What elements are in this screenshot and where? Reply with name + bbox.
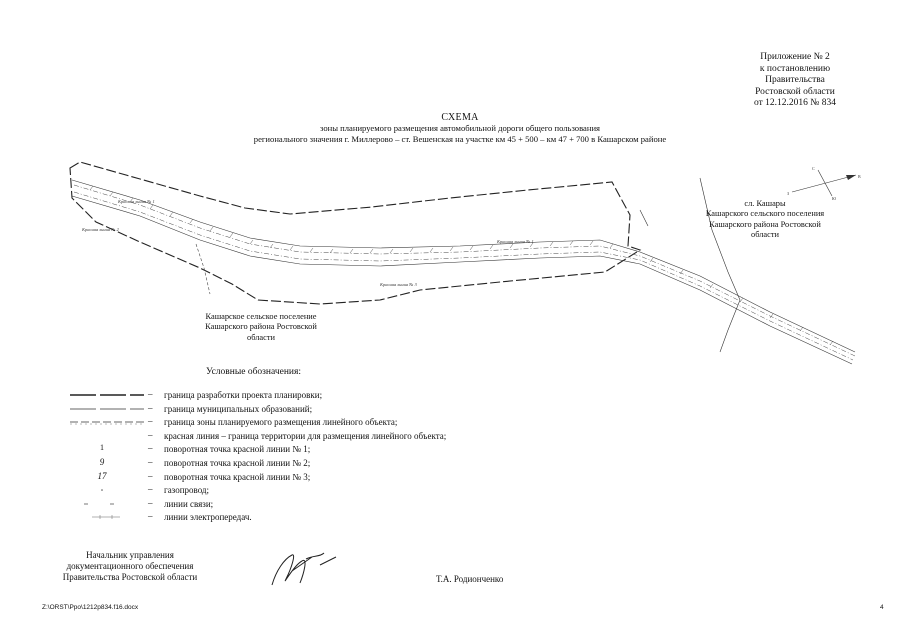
red-line-label-1: Красная линия № 1 [117,199,155,204]
place-kashary-line-2: Кашарского сельского поселения [705,209,825,219]
legend-text: линии связи; [164,498,214,509]
legend-text: линии электропередач. [164,512,252,523]
communication-line-symbol [84,503,114,505]
legend-dash: – [148,443,153,454]
signer-line-3: Правительства Ростовской области [62,572,198,582]
legend-dash: – [148,484,153,495]
turn-point-3-symbol: 17 [97,470,107,481]
legend-dash: – [148,470,153,481]
signer-line-1: Начальник управления [86,550,174,560]
turn-point-2-symbol: 9 [99,456,105,467]
utility-lines [89,185,834,346]
place-rural-line-1: Кашарское сельское поселение [205,312,317,321]
title-line-1: зоны планируемого размещения автомобильн… [319,123,601,133]
legend-dash: – [148,497,153,508]
red-line-symbol [58,430,146,443]
legend-text: красная линия – граница территории для р… [164,430,447,441]
power-line-symbol [92,515,120,520]
legend-item: – линии связи; [58,498,578,512]
legend-text: граница разработки проекта планировки; [164,390,323,400]
legend-text: граница зоны планируемого размещения лин… [164,417,398,428]
appendix-line-3: Правительства [765,75,825,86]
side-road [195,243,211,295]
place-kashary-line-3: Кашарского района Ростовской [709,219,821,229]
north-arrow-icon: С В Ю З [787,166,861,201]
legend-text: поворотная точка красной линии № 1; [164,444,311,455]
red-line-label-4: Красная линия № 3 [379,282,417,287]
legend-dash: – [148,511,153,522]
title-line-2: регионального значения г. Миллерово – ст… [253,134,667,144]
place-kashary-line-4: области [751,230,779,240]
legend-item: – газопровод; [58,484,578,498]
legend-item: 9 – поворотная точка красной линии № 2; [58,457,578,471]
road-edge-top [71,179,856,353]
red-line-label-3: Красная линия № 1 [496,239,534,244]
legend-item: – граница муниципальных образований; [58,403,578,417]
turn-point-1-symbol: 1 [100,443,104,453]
appendix-line-5: от 12.12.2016 № 834 [754,98,836,109]
file-path: Z:\ORST\Ppo\1212p834.f16.docx [42,604,139,611]
red-line-upper [73,184,856,357]
legend-dash: – [148,389,153,399]
municipal-boundary [639,177,741,353]
legend-item: – красная линия – граница территории для… [58,430,578,444]
municipal-boundary-symbol [70,408,144,409]
document-title: СХЕМА зоны планируемого размещения автом… [150,112,770,145]
planning-scheme-map: Красная линия № 1 Красная линия № 2 Крас… [69,161,861,365]
place-rural-line-3: области [247,332,275,342]
title-main: СХЕМА [441,112,479,123]
compass-letter-s: Ю [832,196,836,201]
red-line-label-2: Красная линия № 2 [81,227,119,232]
legend-dash: – [148,456,153,467]
place-label-kashary: сл. Кашары Кашарского сельского поселени… [690,199,840,241]
signer-name: Т.А. Родионченко [436,574,504,584]
appendix-header: Приложение № 2 к постановлению Правитель… [700,52,890,110]
legend-item: – граница разработки проекта планировки; [58,389,578,403]
compass-letter-n: С [812,166,815,171]
compass-letter-w: З [787,191,789,196]
legend-item: – граница зоны планируемого размещения л… [58,416,578,430]
legend-dash: – [148,416,153,427]
handwritten-signature [271,552,337,586]
signer-position: Начальник управления документационного о… [40,550,220,583]
legend-dash: – [148,402,153,413]
legend-item: 17 – поворотная точка красной линии № 3; [58,471,578,485]
place-label-rural-settlement: Кашарское сельское поселение Кашарского … [186,312,336,343]
legend-dash: – [148,429,153,440]
appendix-line-4: Ростовской области [755,86,835,97]
planning-boundary [69,161,642,305]
zone-boundary-symbol [70,421,144,425]
legend-item: – линии электропередач. [58,511,578,525]
page-number: 4 [880,604,884,611]
legend-text: поворотная точка красной линии № 2; [164,457,311,468]
signer-line-2: документационного обеспечения [66,561,194,571]
gas-pipeline-symbol [101,489,103,491]
legend: – граница разработки проекта планировки;… [58,389,578,525]
place-kashary-line-1: сл. Кашары [744,199,786,208]
legend-text: поворотная точка красной линии № 3; [164,471,311,482]
legend-item: 1 – поворотная точка красной линии № 1; [58,443,578,457]
legend-title: Условные обозначения: [206,367,302,377]
appendix-line-2: к постановлению [759,63,831,74]
legend-text: газопровод; [164,485,210,496]
red-line-lower [73,191,854,361]
road-edge-bottom [71,195,853,365]
place-rural-line-2: Кашарского района Ростовской [205,322,317,332]
appendix-line-1: Приложение № 2 [760,52,830,62]
compass-letter-e: В [858,174,861,179]
planning-boundary-symbol [70,394,144,396]
legend-text: граница муниципальных образований; [164,403,313,414]
